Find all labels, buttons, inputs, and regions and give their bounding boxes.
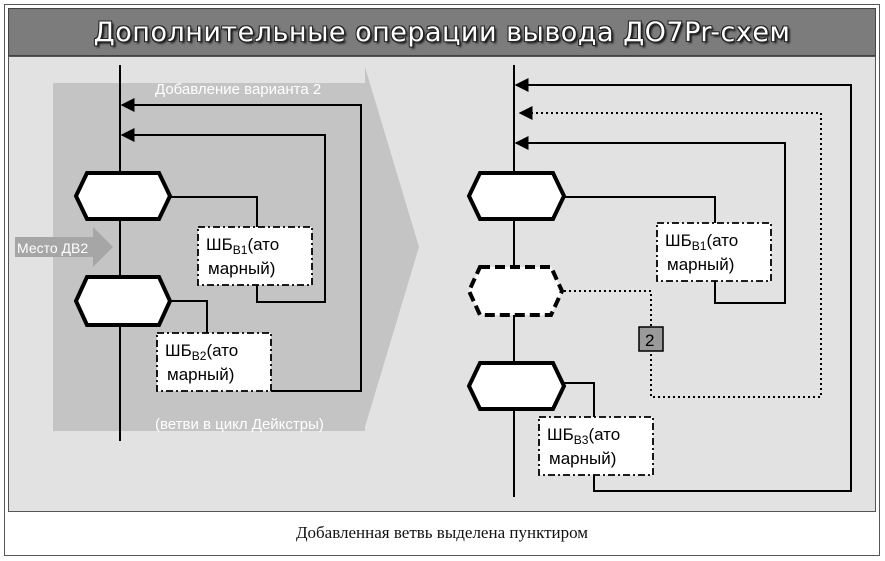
- right-box-b1-line1: ШБВ1(ато: [665, 231, 738, 253]
- right-box-b3-line2: марный): [549, 449, 616, 468]
- left-middle-loop: [168, 196, 258, 227]
- diagram-title: Дополнительные операции вывода ДО7Pr-схе…: [93, 16, 791, 48]
- diagram-svg: Место ДВ2 Добавление варианта 2 (ветви в…: [15, 65, 852, 497]
- right-box-b1: [656, 222, 772, 282]
- right-box-b1-line2: марный): [667, 255, 734, 274]
- right-box-b3: [538, 416, 654, 476]
- right-hexagon-dashed: [466, 265, 565, 317]
- left-header-label: Добавление варианта 2: [155, 81, 321, 98]
- left-box-b1-line2: марный): [208, 259, 275, 278]
- right-outer-loop: [562, 382, 595, 417]
- left-outer-loop: [168, 300, 208, 333]
- left-box-b2-line2: марный): [167, 365, 234, 384]
- right-dotted-branch: [518, 106, 822, 398]
- left-box-b2: [156, 332, 272, 392]
- place-arrow-label: Место ДВ2: [17, 240, 88, 256]
- left-box-b1: [197, 226, 313, 286]
- figure-caption: Добавленная ветвь выделена пунктиром: [295, 523, 589, 542]
- place-arrow: [15, 227, 113, 267]
- right-middle-loop: [562, 196, 716, 223]
- right-outer-loop-return: [514, 78, 852, 492]
- left-hexagon-1: [73, 171, 173, 221]
- left-hexagon-2: [73, 275, 173, 327]
- diagram-canvas: Место ДВ2 Добавление варианта 2 (ветви в…: [8, 56, 876, 512]
- right-box-b3-line1: ШБВ3(ато: [547, 425, 620, 447]
- left-box-b1-line1: ШБВ1(ато: [206, 235, 279, 257]
- left-footer-label: (ветви в цикл Дейкстры): [155, 416, 324, 433]
- title-bar: Дополнительные операции вывода ДО7Pr-схе…: [8, 8, 876, 56]
- left-box-b2-line1: ШБВ2(ато: [165, 341, 238, 363]
- branch-badge-label: 2: [645, 331, 654, 350]
- branch-badge: [638, 326, 664, 352]
- right-middle-loop-return: [514, 136, 786, 304]
- left-middle-loop-return: [120, 128, 326, 303]
- right-hexagon-1: [466, 171, 567, 221]
- left-outer-loop-return: [120, 98, 362, 392]
- right-hexagon-3: [466, 361, 567, 411]
